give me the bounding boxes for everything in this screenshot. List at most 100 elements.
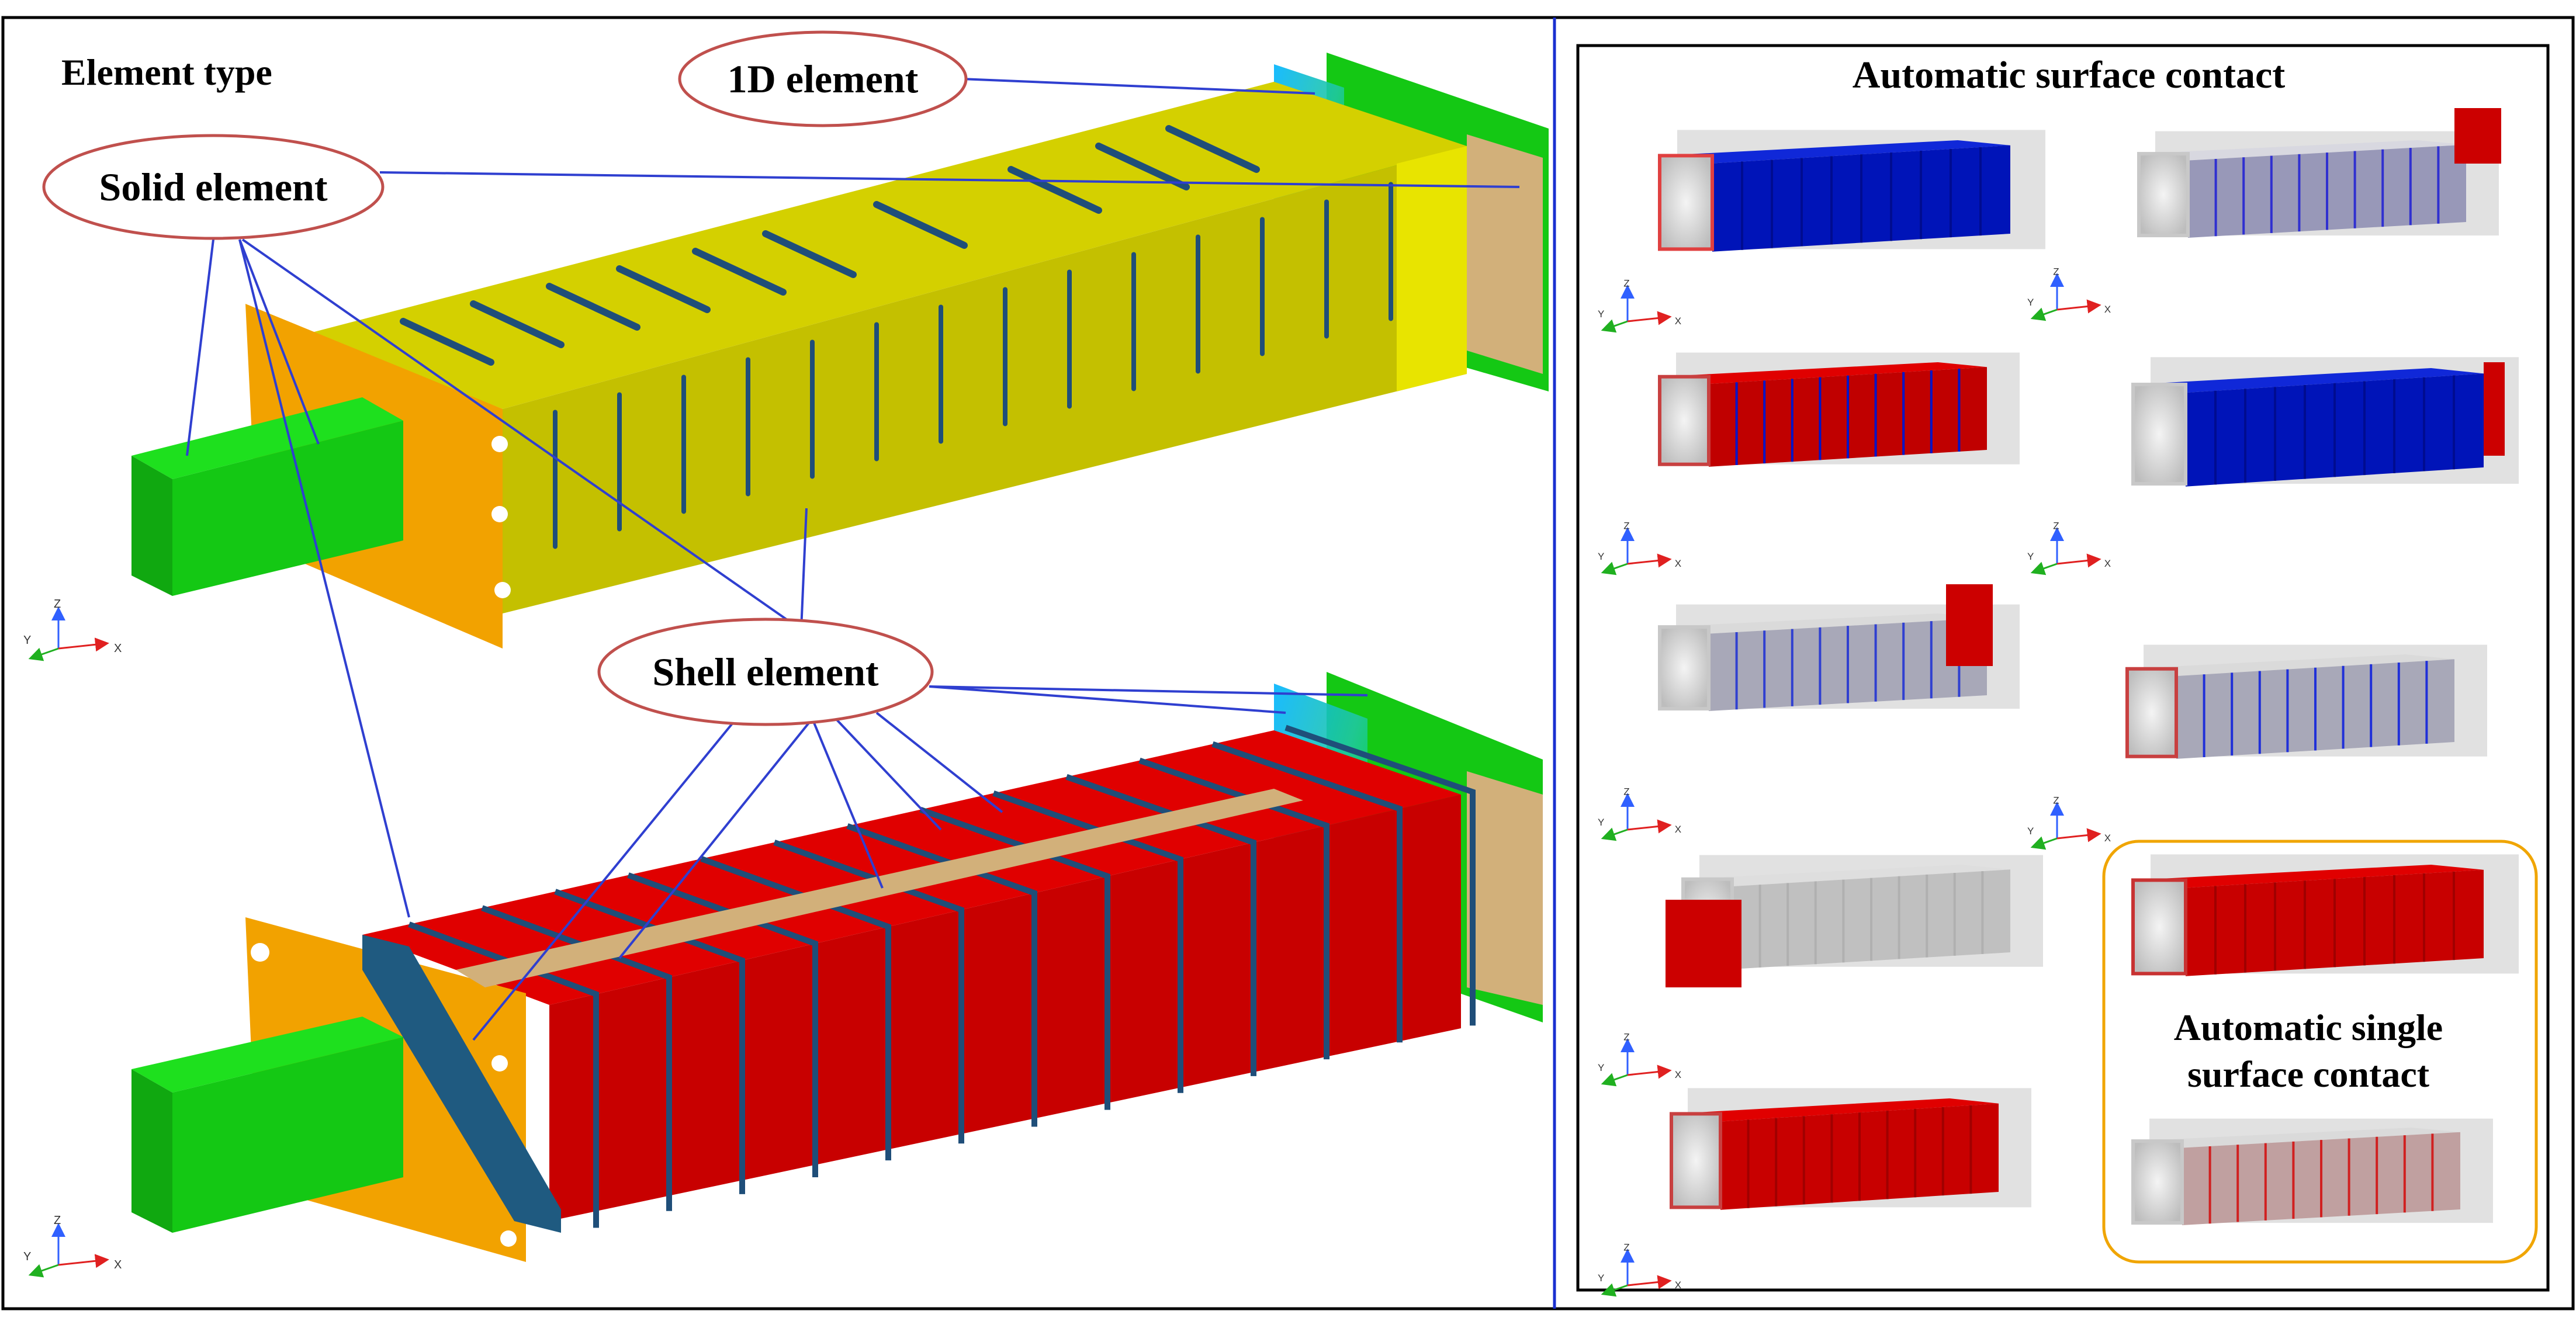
leader-lines [186,78,1520,1041]
axis-triad: ZYX [1598,1242,1681,1297]
right-panel: Automatic surface contact Automatic sing… [1576,44,2550,1292]
svg-text:Solid element: Solid element [99,165,328,209]
axis-y-label: Y [1598,551,1604,562]
bottom-cell-divider [1138,757,1329,1060]
axis-y-arrow [1601,561,1628,575]
contact-plate [1946,584,1993,666]
axis-x-label: X [1675,1280,1681,1291]
axis-triad: ZYX [1598,1032,1681,1087]
outer-frame [1,16,2575,1310]
axis-x-label: X [1675,558,1681,569]
contact-thumbnail [1658,130,2045,252]
axis-y-arrow [1601,319,1628,333]
axis-x-arrow [1627,1065,1672,1079]
contact-thumbnail [1670,1088,2031,1210]
box-top-face [2133,865,2484,888]
axis-y-label: Y [2027,297,2034,308]
box-top-face [1660,140,2010,164]
axis-y-arrow [1601,827,1628,841]
axis-x-arrow [58,637,109,652]
axis-y-arrow [2030,836,2058,850]
axis-triad: Z Y X [2027,266,2111,321]
callout-1d: 1D element [678,30,968,127]
top-vertical-slot-lines [553,182,1393,549]
contact-plate [2484,362,2505,456]
axis-z-label: Z [1623,1242,1629,1253]
box-end-face [2125,667,2178,758]
axis-x-arrow [1627,819,1672,834]
bottom-cell-divider [700,856,891,1161]
axis-y-arrow [1601,1073,1628,1087]
contact-thumbnail [2131,1118,2493,1225]
box-end-face [1658,375,1711,466]
top-slot-line [470,300,565,348]
bottom-tan-strip [456,789,1303,987]
box-top-face [1660,613,1987,634]
axis-y-arrow [1601,1283,1628,1297]
contact-plate [2454,108,2501,164]
contact-thumbnail [1658,352,2020,467]
axis-y-label: Y [23,634,31,647]
box-end-face [1658,154,1714,251]
left-panel: Element type [42,30,1549,1262]
axis-triad: ZYX [2027,521,2111,575]
axis-z-label: Z [2053,795,2059,806]
top-green-box-top [131,397,403,479]
axis-y-label: Y [1598,1062,1604,1073]
bottom-cell-divider [773,840,964,1144]
top-yellow-end-ridge [1397,146,1467,391]
automatic-surface-contact-title: Automatic surface contact [1853,54,2285,96]
box-end-face [2131,1139,2184,1225]
top-slot-line [762,230,857,278]
box-end-face [2137,152,2190,238]
axis-x-label: X [114,642,122,655]
axis-x-arrow [1627,311,1672,325]
bottom-cell-divider [1284,724,1476,1026]
axis-triad: Z Y X [1598,521,1681,575]
axis-z-label: Z [1623,278,1629,289]
axis-z-label: Z [2053,266,2059,278]
axis-x-label: X [2104,304,2111,315]
top-slot-line [873,201,968,249]
axis-triad: Z Y X [1598,278,1681,333]
axis-x-label: X [1675,315,1681,327]
svg-text:1D element: 1D element [728,57,919,101]
top-slot-line [1165,125,1260,173]
bottom-flange-hole [500,1230,517,1247]
axis-x-arrow [2056,553,2101,568]
axis-x-label: X [2104,558,2111,569]
axis-x-label: X [2104,833,2111,844]
contact-thumbnails [1658,108,2519,1225]
bottom-cell-divider [919,807,1110,1110]
bottom-flange-hole [251,943,269,962]
contact-thumbnail [2131,357,2519,487]
box-top-face [1683,865,2010,887]
bottom-cell-divider [846,823,1037,1127]
top-back-tan-block [1467,134,1543,374]
top-model [131,53,1549,649]
top-slot-line [616,265,711,313]
top-flange-hole [491,506,508,522]
axis-x-arrow [1627,1275,1672,1289]
bottom-green-box-top [131,1017,403,1093]
bottom-cell-divider [627,872,818,1177]
element-type-title: Element type [61,51,272,93]
bottom-cell-divider [992,790,1183,1093]
bottom-red-front-face [549,795,1461,1221]
box-top-face [2127,654,2454,677]
axis-z-label: Z [1623,786,1629,798]
box-end-face [1658,625,1711,711]
single-surface-highlight-box [2102,840,2538,1264]
axis-y-label: Y [23,1250,31,1263]
top-yellow-front-face [503,146,1467,613]
axis-x-arrow [1627,553,1672,568]
callout-solid: Solid element [42,134,385,240]
bottom-green-box-side [172,1037,403,1233]
axis-y-label: Y [1598,308,1604,320]
axis-z-label: Z [1623,521,1629,532]
bottom-back-tan-block [1467,771,1543,1005]
top-slot-line [692,248,787,296]
contact-thumbnail [1666,855,2043,987]
single-contact-label-line2: surface contact [2187,1053,2430,1095]
